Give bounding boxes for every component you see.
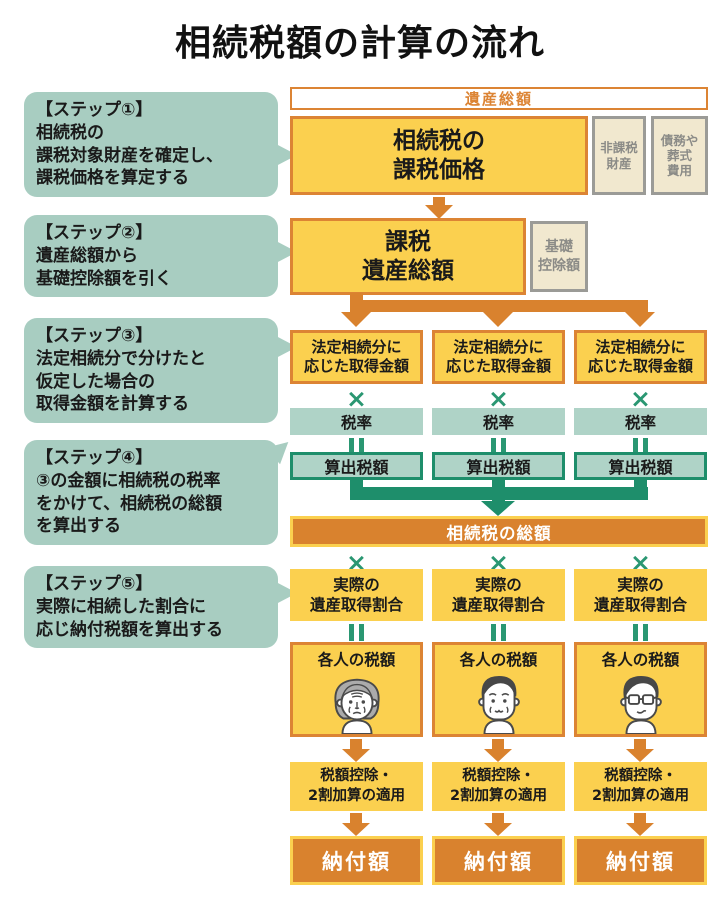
step-heading: 【ステップ⑤】 <box>36 574 153 594</box>
calculated-tax-box: 算出税額 <box>432 452 565 480</box>
step-heading: 【ステップ②】 <box>36 223 153 243</box>
credit-surcharge-box: 税額控除・ 2割加算の適用 <box>432 762 565 811</box>
individual-tax-box: 各人の税額 <box>290 642 423 737</box>
merge-connector-bar <box>350 487 648 500</box>
down-arrow-icon <box>481 501 515 516</box>
payment-box: 納付額 <box>290 836 423 885</box>
step-body: ③の金額に相続税の税率 をかけて、相続税の総額 を算出する <box>36 470 223 537</box>
basic-deduction-box: 基礎 控除額 <box>530 221 588 292</box>
statutory-amount-box: 法定相続分に 応じた取得金額 <box>574 330 707 384</box>
actual-ratio-box: 実際の 遺産取得割合 <box>290 569 423 621</box>
equals-icon <box>290 438 423 455</box>
merge-connector-stub <box>350 480 363 489</box>
merge-connector-stub <box>634 480 647 489</box>
down-arrow-icon <box>342 813 370 836</box>
step-heading: 【ステップ④】 <box>36 448 153 468</box>
step-heading: 【ステップ③】 <box>36 326 153 346</box>
step-heading: 【ステップ①】 <box>36 100 153 120</box>
merge-connector-stub <box>492 480 505 489</box>
actual-ratio-box: 実際の 遺産取得割合 <box>574 569 707 621</box>
total-tax-bar: 相続税の総額 <box>290 516 708 547</box>
calculated-tax-box: 算出税額 <box>290 452 423 480</box>
step-bubble-2: 【ステップ②】 遺産総額から 基礎控除額を引く <box>24 215 297 298</box>
elderly-woman-icon <box>333 678 380 734</box>
step-bubble-4: 【ステップ④】 ③の金額に相続税の税率 をかけて、相続税の総額 を算出する <box>24 433 296 546</box>
branch-connector-stub <box>350 293 363 302</box>
step-body: 法定相続分で分けたと 仮定した場合の 取得金額を計算する <box>36 348 206 415</box>
down-arrow-icon <box>425 197 453 219</box>
estate-total-box: 遺産総額 <box>290 87 708 110</box>
actual-ratio-box: 実際の 遺産取得割合 <box>432 569 565 621</box>
individual-tax-label: 各人の税額 <box>601 651 680 669</box>
individual-tax-box: 各人の税額 <box>574 642 707 737</box>
step-body: 相続税の 課税対象財産を確定し、 課税価格を算定する <box>36 122 223 189</box>
equals-icon <box>574 438 707 455</box>
individual-tax-label: 各人の税額 <box>459 651 538 669</box>
step-bubble-5: 【ステップ⑤】 実際に相続した割合に 応じ納付税額を算出する <box>24 566 297 649</box>
step-bubble-3: 【ステップ③】 法定相続分で分けたと 仮定した場合の 取得金額を計算する <box>24 318 297 424</box>
statutory-amount-box: 法定相続分に 応じた取得金額 <box>432 330 565 384</box>
calculated-tax-box: 算出税額 <box>574 452 707 480</box>
multiply-icon: × <box>346 548 367 577</box>
equals-icon <box>574 624 707 641</box>
down-arrow-icon <box>341 312 371 327</box>
individual-tax-box: 各人の税額 <box>432 642 565 737</box>
debt-funeral-box: 債務や 葬式 費用 <box>651 116 708 195</box>
payment-box: 納付額 <box>574 836 707 885</box>
step-body: 実際に相続した割合に 応じ納付税額を算出する <box>36 596 223 640</box>
down-arrow-icon <box>483 312 513 327</box>
equals-icon <box>290 624 423 641</box>
down-arrow-icon <box>625 312 655 327</box>
multiply-icon: × <box>630 548 651 577</box>
payment-box: 納付額 <box>432 836 565 885</box>
man-with-glasses-icon <box>619 676 662 734</box>
step-bubble-1: 【ステップ①】 相続税の 課税対象財産を確定し、 課税価格を算定する <box>24 92 297 198</box>
equals-icon <box>432 438 565 455</box>
down-arrow-icon <box>484 739 512 762</box>
multiply-icon: × <box>488 384 509 413</box>
page-title: 相続税額の計算の流れ <box>174 23 545 64</box>
statutory-amount-box: 法定相続分に 応じた取得金額 <box>290 330 423 384</box>
credit-surcharge-box: 税額控除・ 2割加算の適用 <box>574 762 707 811</box>
branch-connector-bar <box>350 300 648 312</box>
individual-tax-label: 各人の税額 <box>317 651 396 669</box>
multiply-icon: × <box>488 548 509 577</box>
multiply-icon: × <box>346 384 367 413</box>
down-arrow-icon <box>484 813 512 836</box>
multiply-icon: × <box>630 384 651 413</box>
down-arrow-icon <box>342 739 370 762</box>
equals-icon <box>432 624 565 641</box>
credit-surcharge-box: 税額控除・ 2割加算の適用 <box>290 762 423 811</box>
tax-rate-box: 税率 <box>574 408 707 435</box>
young-man-icon <box>477 676 520 734</box>
taxable-estate-box: 課税 遺産総額 <box>290 218 526 295</box>
down-arrow-icon <box>626 813 654 836</box>
nontaxable-assets-box: 非課税 財産 <box>592 116 646 195</box>
tax-rate-box: 税率 <box>432 408 565 435</box>
taxable-price-box: 相続税の 課税価格 <box>290 116 588 195</box>
down-arrow-icon <box>626 739 654 762</box>
tax-rate-box: 税率 <box>290 408 423 435</box>
merge-connector-stub <box>492 499 505 502</box>
step-body: 遺産総額から 基礎控除額を引く <box>36 245 172 289</box>
